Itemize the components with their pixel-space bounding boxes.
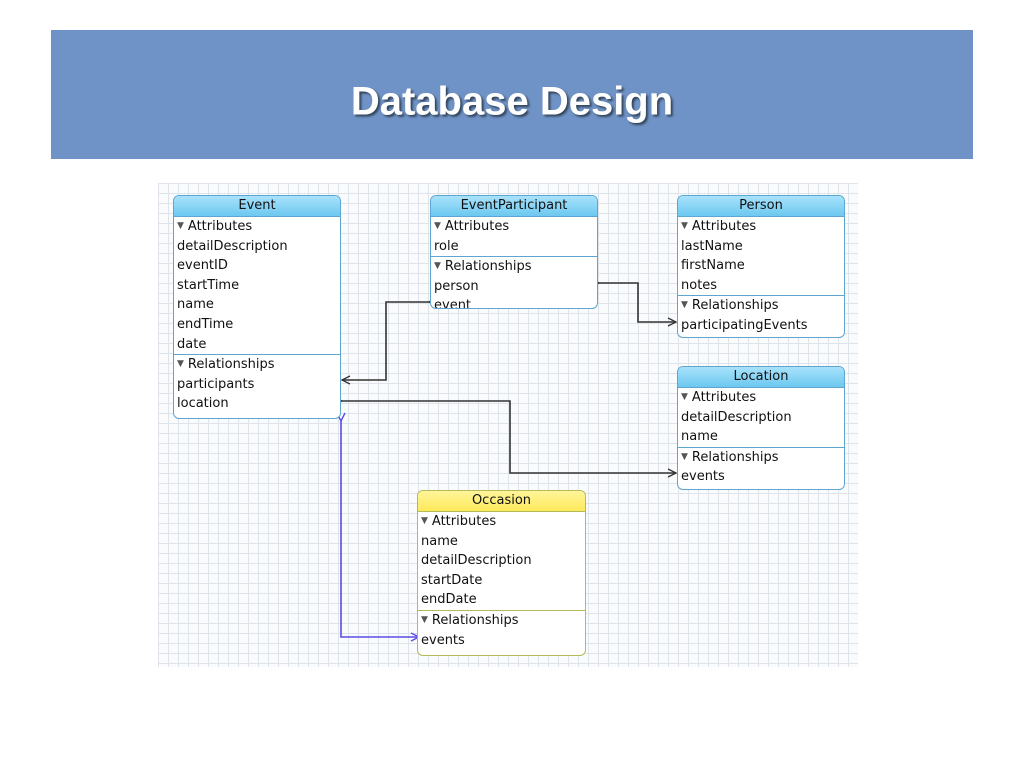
attributes-section: ▼ Attributes name detailDescription star… bbox=[418, 512, 585, 610]
disclosure-triangle-icon: ▼ bbox=[681, 300, 688, 311]
relationships-disclosure[interactable]: ▼ Relationships bbox=[678, 296, 844, 316]
slide-title: Database Design bbox=[350, 79, 674, 124]
entity-name: Occasion bbox=[418, 491, 585, 512]
relationship-row[interactable]: event bbox=[434, 298, 472, 309]
entity-name: Event bbox=[174, 196, 340, 217]
attributes-disclosure[interactable]: ▼ Attributes bbox=[678, 217, 844, 237]
relationships-disclosure[interactable]: ▼ Relationships bbox=[678, 448, 844, 468]
attribute-row[interactable]: startTime bbox=[177, 277, 240, 293]
title-banner: Database Design bbox=[51, 30, 973, 159]
relationship-row[interactable]: person bbox=[434, 278, 479, 294]
attributes-section: ▼ Attributes detailDescription name bbox=[678, 388, 844, 447]
attribute-row[interactable]: detailDescription bbox=[177, 238, 288, 254]
connector-event-occasion bbox=[341, 421, 419, 637]
attributes-section: ▼ Attributes detailDescription eventID s… bbox=[174, 217, 340, 354]
relationships-disclosure[interactable]: ▼ Relationships bbox=[431, 257, 597, 277]
attributes-section: ▼ Attributes role bbox=[431, 217, 597, 256]
attribute-row[interactable]: endTime bbox=[177, 316, 234, 332]
data-model-diagram: Event ▼ Attributes detailDescription eve… bbox=[158, 183, 858, 667]
attribute-row[interactable]: name bbox=[681, 429, 718, 445]
entity-name: EventParticipant bbox=[431, 196, 597, 217]
relationship-row[interactable]: location bbox=[177, 396, 229, 412]
attribute-row[interactable]: endDate bbox=[421, 592, 477, 608]
disclosure-triangle-icon: ▼ bbox=[421, 516, 428, 526]
section-label: Attributes bbox=[187, 219, 253, 234]
entity-name: Person bbox=[678, 196, 844, 217]
attribute-row[interactable]: detailDescription bbox=[681, 409, 792, 425]
connector-event-participants bbox=[342, 302, 429, 380]
attributes-disclosure[interactable]: ▼ Attributes bbox=[678, 388, 844, 408]
attribute-row[interactable]: startDate bbox=[421, 572, 483, 588]
attribute-row[interactable]: date bbox=[177, 336, 207, 352]
disclosure-triangle-icon: ▼ bbox=[421, 614, 428, 625]
attributes-disclosure[interactable]: ▼ Attributes bbox=[431, 217, 597, 237]
attribute-row[interactable]: eventID bbox=[177, 258, 228, 274]
disclosure-triangle-icon: ▼ bbox=[434, 221, 441, 231]
section-label: Relationships bbox=[691, 298, 779, 314]
disclosure-triangle-icon: ▼ bbox=[681, 221, 688, 231]
relationships-section: ▼ Relationships events bbox=[418, 609, 585, 650]
section-label: Relationships bbox=[691, 449, 779, 465]
disclosure-triangle-icon: ▼ bbox=[681, 451, 688, 462]
relationships-section: ▼ Relationships person event bbox=[431, 256, 597, 309]
attribute-row[interactable]: lastName bbox=[681, 238, 743, 254]
relationships-section: ▼ Relationships participants location bbox=[174, 354, 340, 414]
attribute-row[interactable]: notes bbox=[681, 277, 718, 293]
connector-person-participants bbox=[599, 283, 676, 322]
section-label: Attributes bbox=[444, 219, 510, 234]
attribute-row[interactable]: name bbox=[177, 297, 214, 313]
section-label: Attributes bbox=[431, 514, 497, 529]
section-label: Attributes bbox=[691, 219, 757, 234]
relationships-section: ▼ Relationships participatingEvents bbox=[678, 295, 844, 335]
attribute-row[interactable]: firstName bbox=[681, 258, 745, 274]
section-label: Attributes bbox=[691, 390, 757, 405]
relationships-disclosure[interactable]: ▼ Relationships bbox=[418, 611, 585, 631]
connector-event-location bbox=[342, 401, 676, 473]
attributes-section: ▼ Attributes lastName firstName notes bbox=[678, 217, 844, 295]
attribute-row[interactable]: role bbox=[434, 238, 459, 254]
entity-location[interactable]: Location ▼ Attributes detailDescription … bbox=[677, 366, 845, 490]
relationship-connectors bbox=[158, 183, 858, 667]
relationship-row[interactable]: participants bbox=[177, 376, 255, 392]
disclosure-triangle-icon: ▼ bbox=[434, 261, 441, 272]
relationship-row[interactable]: participatingEvents bbox=[681, 317, 808, 333]
relationships-section: ▼ Relationships events bbox=[678, 446, 844, 487]
entity-name: Location bbox=[678, 367, 844, 388]
attributes-disclosure[interactable]: ▼ Attributes bbox=[418, 512, 585, 532]
attributes-disclosure[interactable]: ▼ Attributes bbox=[174, 217, 340, 237]
section-label: Relationships bbox=[187, 357, 275, 373]
entity-occasion[interactable]: Occasion ▼ Attributes name detailDescrip… bbox=[417, 490, 586, 656]
section-label: Relationships bbox=[431, 612, 519, 628]
entity-event-participant[interactable]: EventParticipant ▼ Attributes role ▼ Rel… bbox=[430, 195, 598, 309]
disclosure-triangle-icon: ▼ bbox=[681, 392, 688, 402]
section-label: Relationships bbox=[444, 259, 532, 275]
attribute-row[interactable]: detailDescription bbox=[421, 553, 532, 569]
disclosure-triangle-icon: ▼ bbox=[177, 221, 184, 231]
disclosure-triangle-icon: ▼ bbox=[177, 359, 184, 370]
relationships-disclosure[interactable]: ▼ Relationships bbox=[174, 355, 340, 375]
attribute-row[interactable]: name bbox=[421, 533, 458, 549]
relationship-row[interactable]: events bbox=[421, 632, 465, 648]
entity-person[interactable]: Person ▼ Attributes lastName firstName n… bbox=[677, 195, 845, 338]
entity-event[interactable]: Event ▼ Attributes detailDescription eve… bbox=[173, 195, 341, 419]
relationship-row[interactable]: events bbox=[681, 469, 725, 485]
